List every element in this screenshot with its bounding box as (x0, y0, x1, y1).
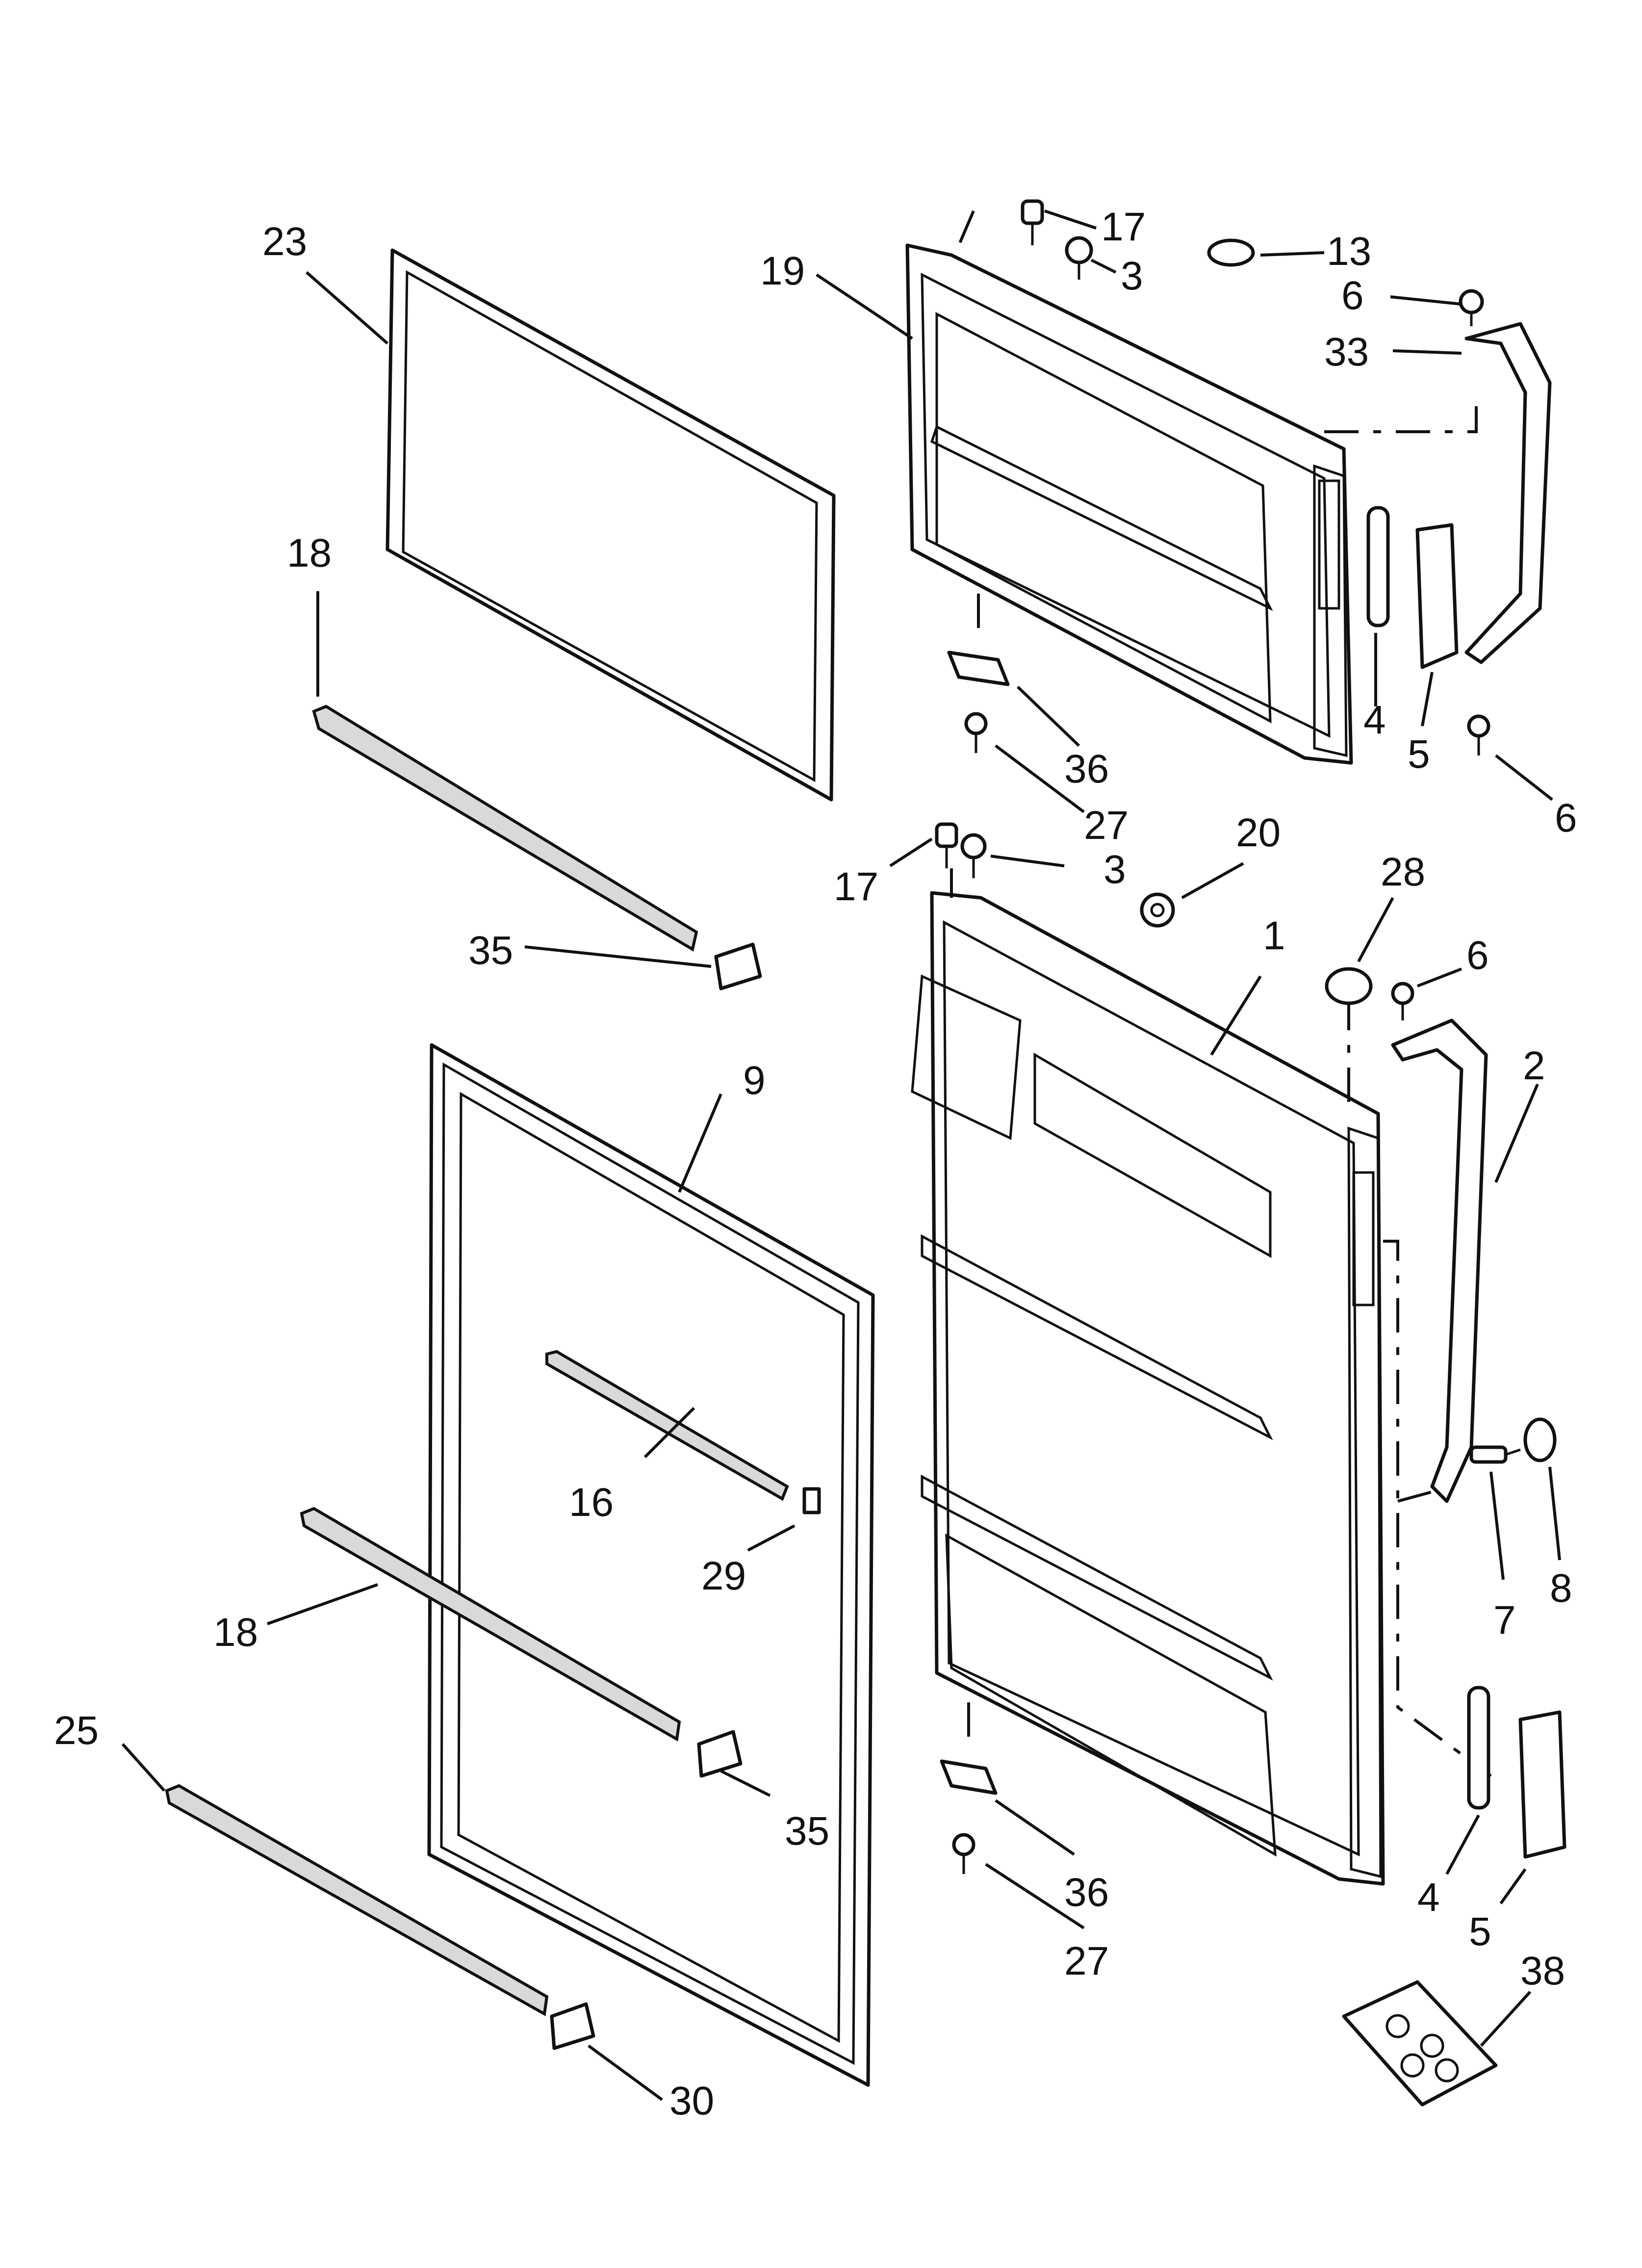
callout-29: 29 (701, 1554, 746, 1598)
fresh-food-door-gasket (427, 1043, 875, 2087)
handle-trim-4-lower (1467, 1686, 1490, 1810)
fresh-food-trim-strip (300, 1507, 681, 1742)
handle-trim-4-upper (1366, 506, 1390, 627)
callout-18-upper: 18 (287, 531, 332, 575)
handle-screw-7 (1469, 1445, 1521, 1464)
freezer-door-gasket (385, 248, 836, 802)
handle-insert-5-lower (1518, 1710, 1566, 1859)
callout-13: 13 (1327, 229, 1371, 274)
screw-27-upper (964, 712, 988, 753)
callout-38: 38 (1520, 1949, 1565, 1993)
shelf-trim-clip (802, 1487, 821, 1514)
callout-20: 20 (1236, 810, 1281, 855)
callout-23: 23 (262, 219, 307, 264)
callout-9: 9 (743, 1058, 766, 1103)
hinge-pin-17-lower (935, 822, 958, 868)
callout-5-lower: 5 (1469, 1909, 1491, 1954)
fresh-food-handle-2 (1391, 1018, 1488, 1503)
fresh-food-trim-end-cap (697, 1730, 743, 1778)
bottom-trim-end-cap (550, 2002, 595, 2050)
callout-17-upper: 17 (1101, 205, 1146, 249)
plug-button-13 (1207, 238, 1255, 267)
callouts: 23 18 35 9 16 29 18 25 35 30 19 17 3 13 … (54, 205, 1577, 2123)
screw-6-fresh-food (1391, 982, 1414, 1020)
callout-6-lower: 6 (1555, 796, 1577, 840)
fresh-food-door (911, 891, 1385, 1886)
callout-8: 8 (1550, 1566, 1572, 1611)
callout-35-upper: 35 (468, 928, 513, 973)
handle-insert-5-upper (1415, 523, 1459, 669)
callout-4-lower: 4 (1417, 1875, 1440, 1920)
callout-3-upper: 3 (1121, 254, 1143, 298)
callout-36-upper: 36 (1064, 747, 1109, 791)
callout-4-upper: 4 (1363, 698, 1386, 742)
bottom-trim-strip (165, 1784, 549, 2016)
hardware-kit-bag-38 (1342, 1980, 1498, 2107)
callout-27-upper: 27 (1084, 803, 1129, 848)
callout-17-lower: 17 (834, 864, 878, 909)
screw-6-upper (1459, 289, 1484, 326)
freezer-door (905, 243, 1353, 765)
handle-cap-8 (1523, 1417, 1557, 1462)
hinge-bracket-36-lower (940, 1759, 998, 1795)
screw-6-lower (1467, 714, 1490, 756)
callout-2: 2 (1523, 1043, 1545, 1088)
callout-16: 16 (569, 1480, 614, 1525)
screw-3-lower (960, 833, 987, 878)
callout-18-lower: 18 (213, 1610, 258, 1655)
callout-28: 28 (1381, 850, 1425, 894)
hinge-bracket-36-upper (947, 651, 1010, 686)
freezer-trim-strip (312, 704, 698, 952)
freezer-handle-33 (1464, 322, 1552, 664)
hinge-pin-17-upper (1021, 199, 1044, 245)
leader-lines (121, 209, 1561, 2101)
callout-6-fresh-food: 6 (1466, 933, 1489, 978)
door-stop-20 (1140, 892, 1175, 928)
callout-7: 7 (1493, 1598, 1516, 1642)
callout-36-lower: 36 (1064, 1870, 1109, 1915)
callout-6-upper: 6 (1341, 273, 1364, 318)
callout-35-lower: 35 (785, 1809, 829, 1853)
callout-33: 33 (1324, 330, 1369, 374)
callout-1: 1 (1263, 913, 1285, 958)
freezer-trim-end-cap (714, 942, 762, 991)
screw-27-lower (952, 1833, 975, 1874)
screw-3-upper (1065, 236, 1093, 280)
callout-30: 30 (669, 2079, 714, 2123)
callout-3-lower: 3 (1103, 847, 1126, 892)
shelf-trim-strip (545, 1350, 789, 1501)
callout-27-lower: 27 (1064, 1939, 1109, 1983)
callout-19: 19 (760, 249, 805, 293)
hole-plug-28 (1325, 967, 1373, 1005)
callout-25: 25 (54, 1708, 99, 1753)
callout-5-upper: 5 (1408, 732, 1430, 777)
